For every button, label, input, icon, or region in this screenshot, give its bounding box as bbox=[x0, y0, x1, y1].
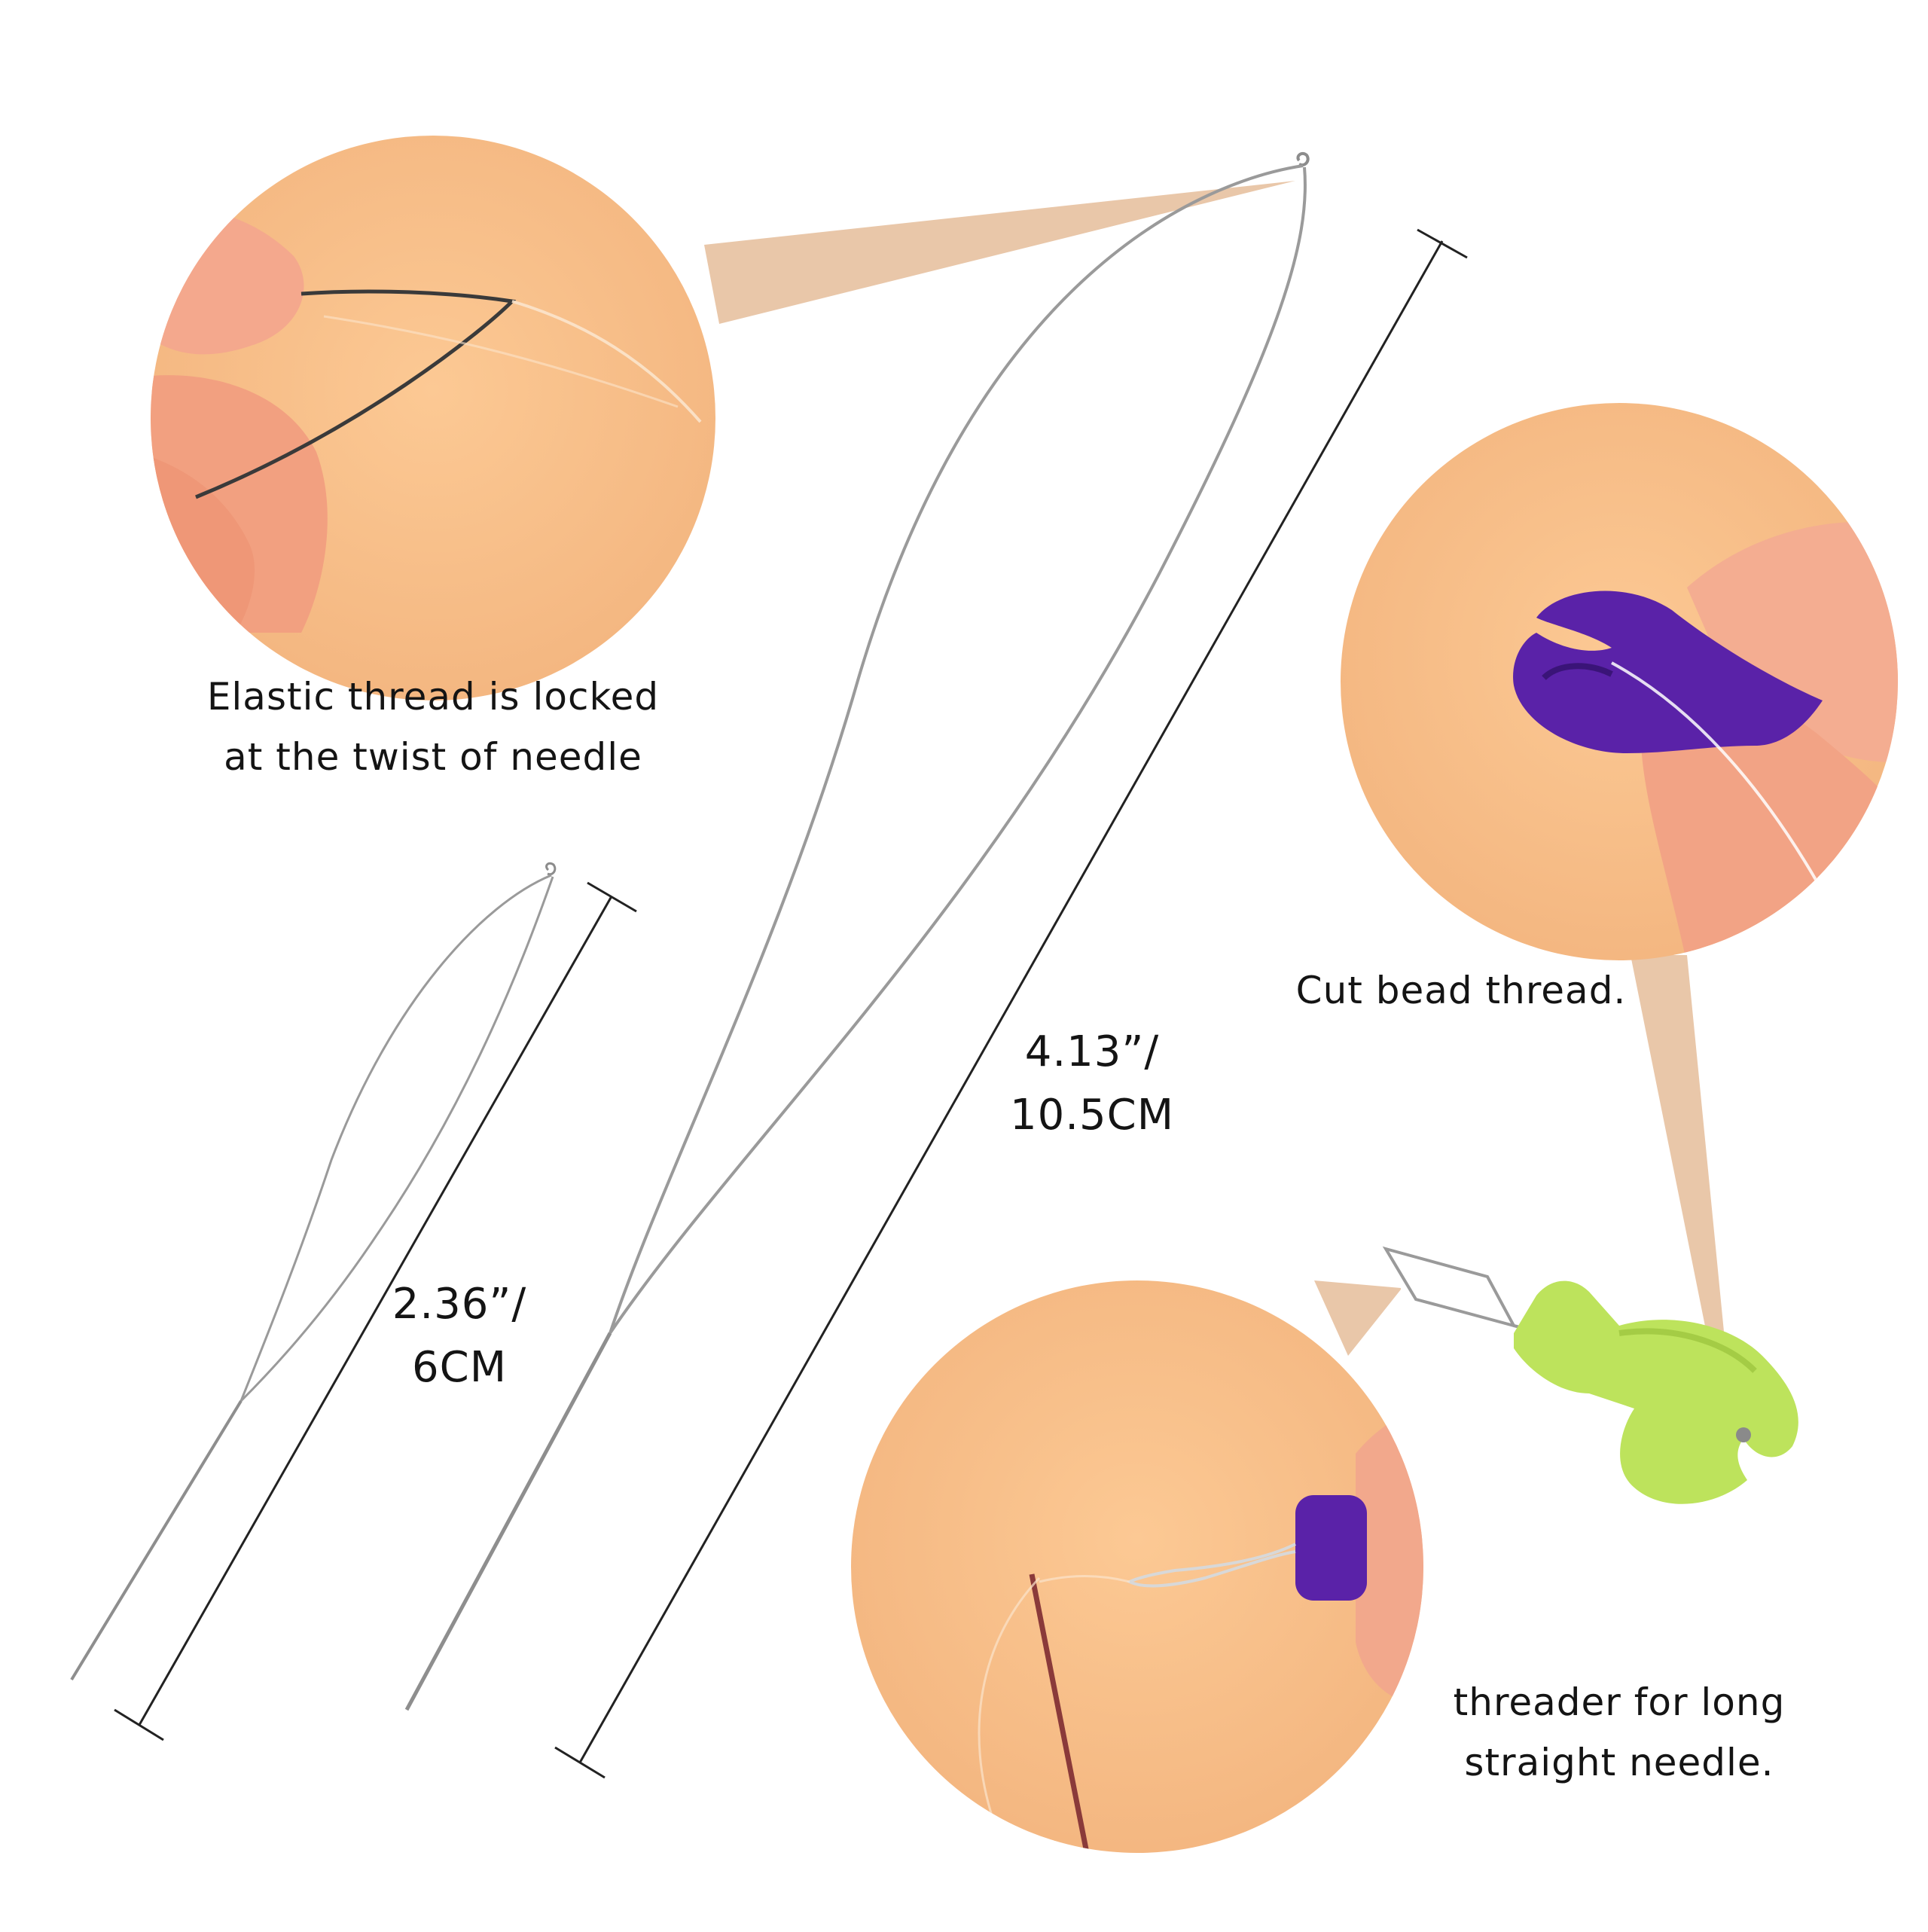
dimension-long-cm: 10.5CM bbox=[1009, 1091, 1175, 1140]
caption-elastic-line2: at the twist of needle bbox=[224, 735, 642, 779]
green-threader-icon bbox=[1514, 1280, 1798, 1504]
caption-cut-line: Cut bead thread. bbox=[1295, 969, 1627, 1012]
short-threading-needle bbox=[70, 862, 557, 1681]
caption-threader: threader for long straight needle. bbox=[1423, 1672, 1815, 1793]
detail-circle-threader bbox=[851, 1280, 1423, 1853]
caption-cut-thread: Cut bead thread. bbox=[1273, 960, 1649, 1021]
green-threader-product bbox=[1382, 1246, 1798, 1504]
callout-beam-top-left bbox=[704, 181, 1295, 324]
dimension-label-long: 4.13”/ 10.5CM bbox=[979, 1021, 1205, 1147]
purple-cutter-icon bbox=[1513, 591, 1823, 753]
caption-elastic-line1: Elastic thread is locked bbox=[206, 675, 660, 719]
caption-threader-line1: threader for long bbox=[1453, 1680, 1786, 1724]
detail-circle-cut-thread bbox=[1341, 403, 1898, 960]
callout-beam-right bbox=[1631, 955, 1732, 1416]
caption-threader-line2: straight needle. bbox=[1464, 1741, 1774, 1784]
elastic-thread bbox=[511, 300, 702, 423]
dimension-long-inches: 4.13”/ bbox=[1024, 1027, 1160, 1076]
dimension-line-long bbox=[554, 228, 1468, 1779]
straight-needle bbox=[1029, 1573, 1091, 1853]
dimension-label-short: 2.36”/ 6CM bbox=[362, 1273, 557, 1399]
threader-wire bbox=[1126, 1543, 1296, 1588]
caption-elastic-lock: Elastic thread is locked at the twist of… bbox=[173, 667, 693, 787]
dimension-short-cm: 6CM bbox=[411, 1343, 508, 1392]
purple-threader-icon bbox=[1295, 1495, 1367, 1601]
wire-loop bbox=[195, 289, 517, 499]
dimension-short-inches: 2.36”/ bbox=[392, 1280, 527, 1329]
callout-beam-bottom bbox=[1314, 1280, 1401, 1356]
long-threading-needle bbox=[404, 151, 1310, 1711]
detail-circle-elastic-lock bbox=[151, 136, 715, 700]
bead-thread bbox=[1611, 661, 1839, 920]
dimension-line-short bbox=[114, 881, 637, 1741]
diamond-wire-icon bbox=[1382, 1246, 1545, 1335]
